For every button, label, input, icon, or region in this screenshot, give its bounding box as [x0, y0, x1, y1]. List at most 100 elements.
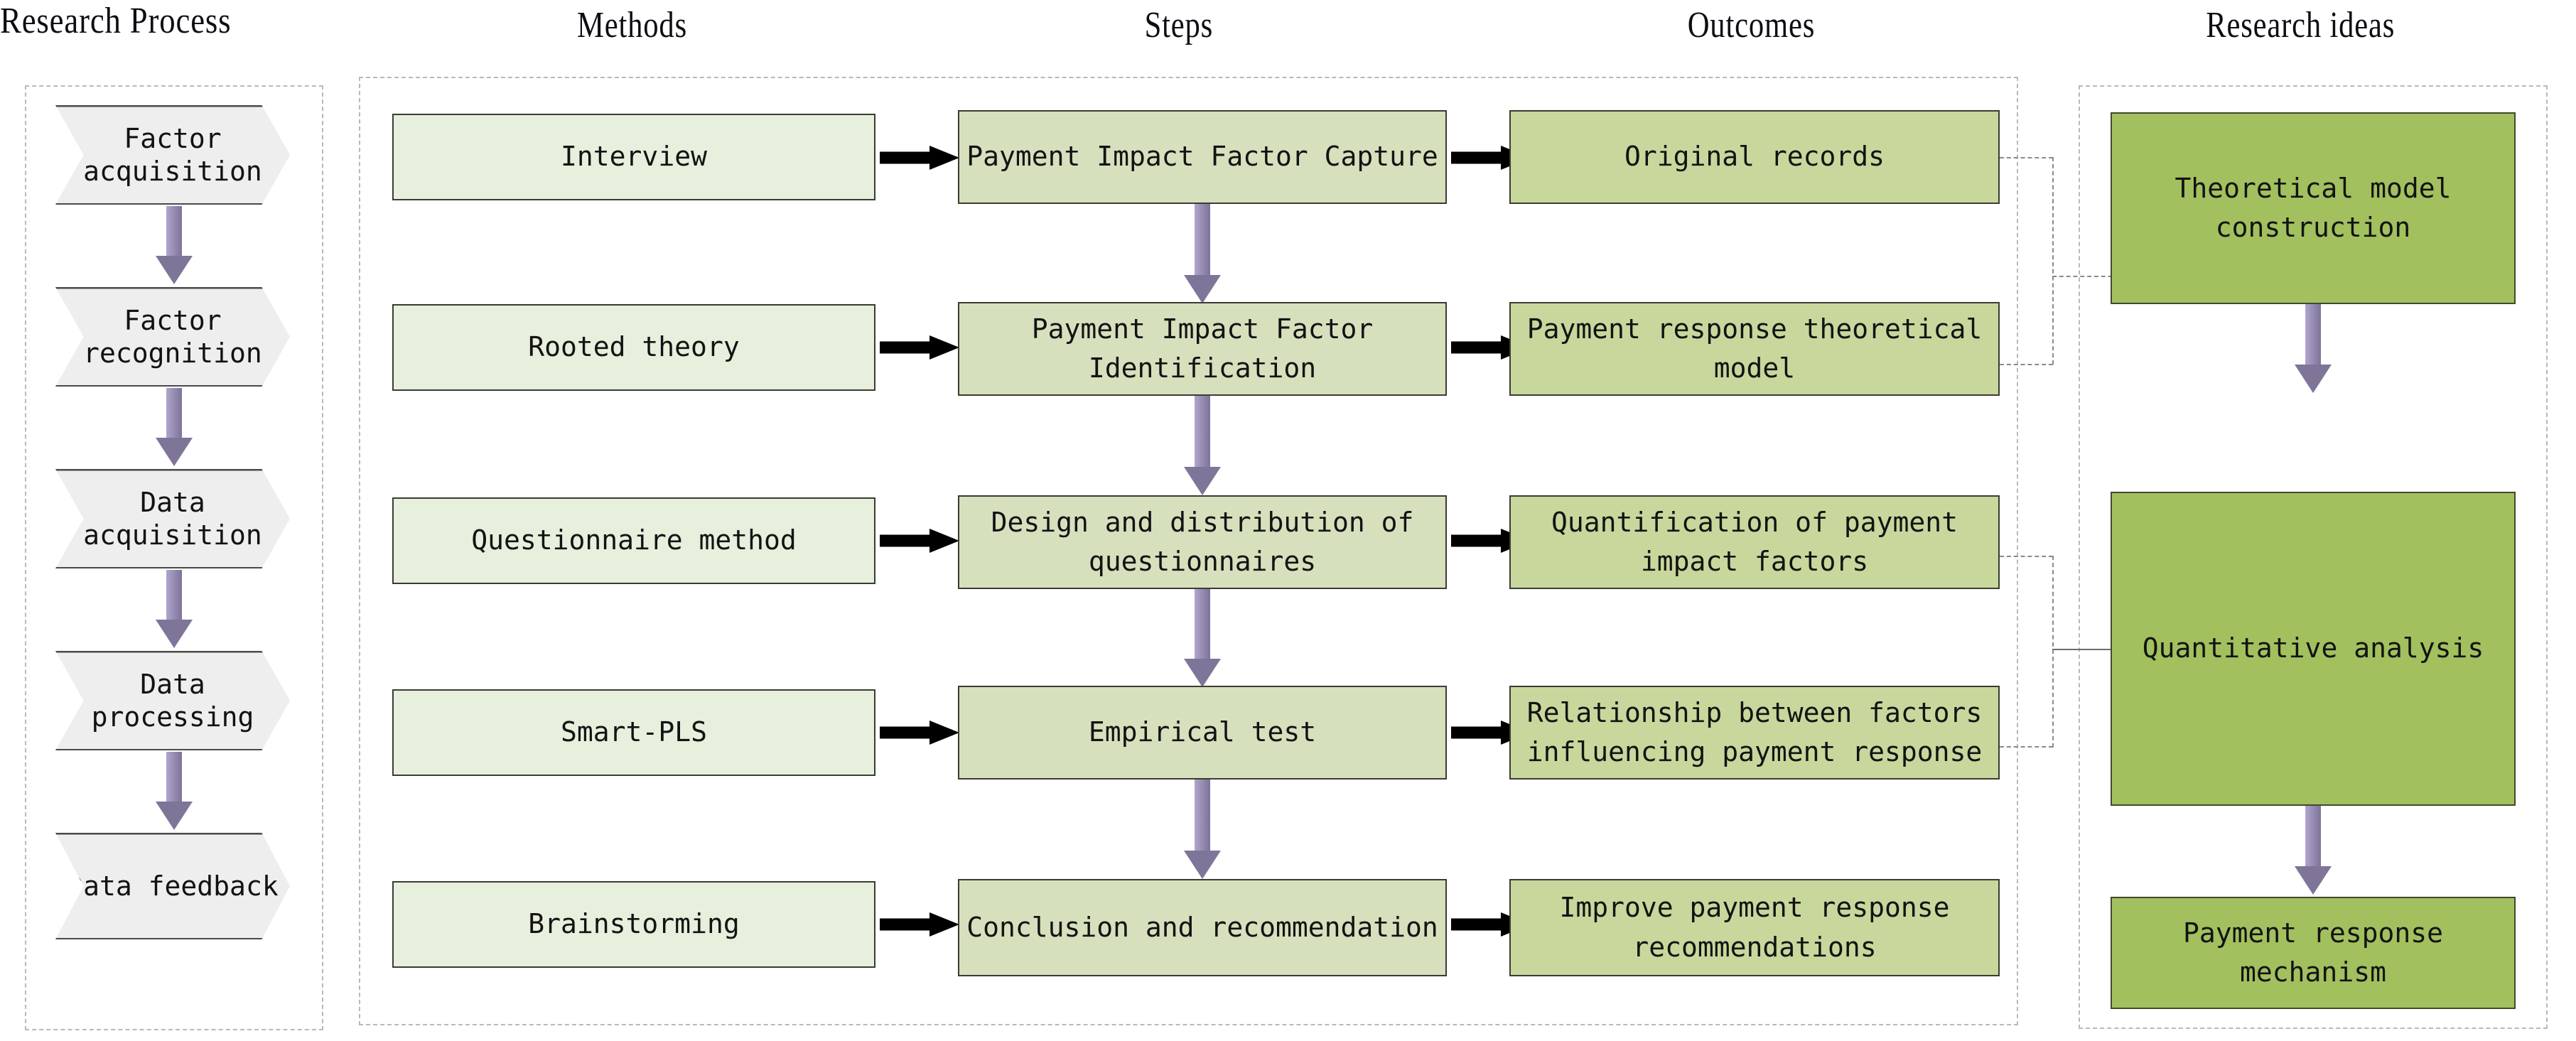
arrow-method-to-step-4 — [880, 721, 959, 745]
arrow-shaft — [1451, 151, 1502, 164]
method-label: Rooted theory — [528, 331, 740, 363]
step-label: Empirical test — [1088, 716, 1317, 748]
method-label: Questionnaire method — [471, 524, 797, 556]
process-step-label: Factor acquisition — [83, 122, 262, 187]
method-box-interview[interactable]: Interview — [392, 114, 875, 200]
method-box-smart-pls[interactable]: Smart-PLS — [392, 689, 875, 776]
method-box-questionnaire-method[interactable]: Questionnaire method — [392, 497, 875, 584]
arrow-shaft — [166, 752, 182, 803]
arrow-method-to-step-5 — [880, 912, 959, 937]
idea-arrow-2 — [2274, 806, 2352, 895]
methods-steps-outcomes-container — [359, 77, 2018, 1025]
arrow-shaft — [880, 534, 931, 547]
arrow-head-icon — [2295, 866, 2332, 895]
connector-outcome4-to-quantitative-analysis — [2000, 746, 2053, 748]
arrow-shaft — [880, 151, 931, 164]
process-step-label: Data acquisition — [83, 486, 262, 551]
idea-box-payment-response-mechanism[interactable]: Payment response mechanism — [2111, 897, 2516, 1009]
research-ideas-container — [2079, 85, 2548, 1029]
arrow-shaft — [166, 206, 182, 257]
outcome-label: Original records — [1624, 141, 1885, 173]
step-arrow-3 — [1163, 589, 1241, 687]
arrow-head-icon — [929, 529, 959, 553]
step-box-payment-impact-factor-identification[interactable]: Payment Impact Factor Identification — [958, 302, 1447, 396]
outcome-label: Payment response theoretical model — [1526, 313, 1983, 384]
step-box-conclusion-and-recommendation[interactable]: Conclusion and recommendation — [958, 879, 1447, 976]
connector-into-quantitative-analysis — [2052, 649, 2168, 650]
process-step-data-processing[interactable]: Data processing — [55, 651, 290, 750]
method-label: Interview — [561, 141, 707, 173]
arrow-head-icon — [1184, 851, 1221, 879]
method-box-brainstorming[interactable]: Brainstorming — [392, 881, 875, 968]
process-arrow-1 — [135, 206, 213, 284]
step-arrow-1 — [1163, 204, 1241, 303]
arrow-method-to-step-2 — [880, 335, 959, 360]
method-label: Brainstorming — [528, 908, 740, 940]
research-process-container — [25, 85, 323, 1030]
arrow-shaft — [1451, 341, 1502, 354]
arrow-head-icon — [1184, 275, 1221, 303]
connector-outcome3-to-quantitative-analysis — [2000, 556, 2053, 557]
outcome-box-payment-response-theoretical-model[interactable]: Payment response theoretical model — [1509, 302, 2000, 396]
arrow-head-icon — [1184, 467, 1221, 495]
connector-vertical-theoretical-model — [2052, 157, 2054, 365]
process-arrow-3 — [135, 570, 213, 648]
idea-arrow-1 — [2274, 304, 2352, 393]
process-step-factor-recognition[interactable]: Factor recognition — [55, 287, 290, 387]
arrow-shaft — [880, 918, 931, 931]
arrow-method-to-step-1 — [880, 146, 959, 170]
process-arrow-2 — [135, 388, 213, 466]
arrow-head-icon — [929, 146, 959, 170]
step-box-empirical-test[interactable]: Empirical test — [958, 686, 1447, 780]
arrow-head-icon — [156, 438, 193, 466]
process-step-data-feedback[interactable]: Data feedback — [55, 833, 290, 939]
step-box-design-and-distribution-of-questionnaires[interactable]: Design and distribution of questionnaire… — [958, 495, 1447, 589]
arrow-shaft — [1195, 204, 1210, 276]
arrow-shaft — [1451, 534, 1502, 547]
step-arrow-4 — [1163, 780, 1241, 879]
idea-label: Quantitative analysis — [2142, 632, 2484, 664]
outcome-box-original-records[interactable]: Original records — [1509, 110, 2000, 204]
step-label: Payment Impact Factor Capture — [966, 141, 1438, 173]
outcome-label: Quantification of payment impact factors — [1551, 506, 1958, 577]
connector-outcome1-to-theoretical-model — [2000, 157, 2053, 158]
arrow-method-to-step-3 — [880, 529, 959, 553]
arrow-head-icon — [156, 802, 193, 830]
arrow-shaft — [880, 341, 931, 354]
column-header-methods: Methods — [577, 5, 687, 45]
idea-box-theoretical-model-construction[interactable]: Theoretical model construction — [2111, 112, 2516, 304]
connector-into-theoretical-model — [2052, 276, 2168, 277]
process-step-factor-acquisition[interactable]: Factor acquisition — [55, 105, 290, 205]
arrow-shaft — [2305, 304, 2321, 366]
connector-outcome2-to-theoretical-model — [2000, 364, 2053, 365]
outcome-label: Relationship between factors influencing… — [1526, 696, 1983, 767]
process-arrow-4 — [135, 752, 213, 830]
arrow-shaft — [166, 570, 182, 621]
connector-vertical-quantitative-analysis — [2052, 556, 2054, 748]
arrow-head-icon — [929, 912, 959, 937]
process-step-label: Data processing — [91, 668, 254, 733]
outcome-box-improve-payment-response-recommendations[interactable]: Improve payment response recommendations — [1509, 879, 2000, 976]
step-arrow-2 — [1163, 396, 1241, 495]
process-step-data-acquisition[interactable]: Data acquisition — [55, 469, 290, 568]
step-box-payment-impact-factor-capture[interactable]: Payment Impact Factor Capture — [958, 110, 1447, 204]
idea-box-quantitative-analysis[interactable]: Quantitative analysis — [2111, 492, 2516, 806]
arrow-shaft — [1195, 589, 1210, 660]
step-label: Payment Impact Factor Identification — [1031, 313, 1374, 384]
column-header-research-process: Research Process — [0, 1, 232, 41]
arrow-shaft — [1195, 780, 1210, 852]
arrow-shaft — [1451, 918, 1502, 931]
method-box-rooted-theory[interactable]: Rooted theory — [392, 304, 875, 391]
step-label: Conclusion and recommendation — [966, 911, 1438, 943]
idea-label: Theoretical model construction — [2174, 172, 2452, 243]
arrow-shaft — [166, 388, 182, 439]
outcome-label: Improve payment response recommendations — [1559, 892, 1950, 963]
arrow-head-icon — [1184, 659, 1221, 687]
arrow-head-icon — [2295, 365, 2332, 393]
arrow-shaft — [880, 726, 931, 739]
outcome-box-quantification-of-payment-impact-factors[interactable]: Quantification of payment impact factors — [1509, 495, 2000, 589]
outcome-box-relationship-between-factors[interactable]: Relationship between factors influencing… — [1509, 686, 2000, 780]
method-label: Smart-PLS — [561, 716, 707, 748]
arrow-shaft — [1451, 726, 1502, 739]
